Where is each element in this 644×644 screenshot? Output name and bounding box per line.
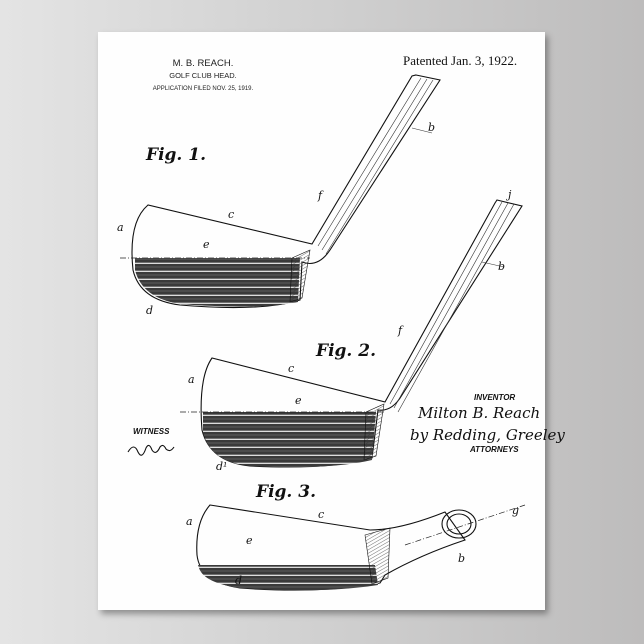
part-label: a xyxy=(186,515,193,528)
part-label: b xyxy=(498,260,505,273)
part-label: c xyxy=(228,208,234,221)
figure-3: Fig. 3. a c e d b g xyxy=(186,482,525,590)
part-label: b xyxy=(458,552,465,565)
part-label: d xyxy=(146,304,153,317)
part-label: e xyxy=(203,238,210,251)
part-label: a xyxy=(188,373,195,386)
figure-1: Fig. 1. a c e d f b xyxy=(117,75,440,317)
striking-face xyxy=(203,412,376,467)
inventor-name: M. B. REACH. xyxy=(173,58,234,69)
part-label: e xyxy=(295,394,302,407)
witness-caption: WITNESS xyxy=(133,427,170,436)
attorneys-caption: ATTORNEYS xyxy=(469,445,519,454)
figure-1-label: Fig. 1. xyxy=(145,145,206,165)
part-label: d¹ xyxy=(216,460,227,473)
witness-signature xyxy=(128,445,174,455)
inventor-caption: INVENTOR xyxy=(474,393,515,402)
patent-title: GOLF CLUB HEAD. xyxy=(169,71,237,80)
attorneys-signature: by Redding, Greeley xyxy=(410,426,565,444)
part-label: c xyxy=(288,362,294,375)
part-label: e xyxy=(246,534,253,547)
part-label: b xyxy=(428,121,435,134)
figure-2-label: Fig. 2. xyxy=(315,341,376,361)
part-label: g xyxy=(512,504,519,517)
part-label: f xyxy=(397,324,404,337)
part-label: j xyxy=(505,188,512,201)
part-label: d xyxy=(235,574,242,587)
striking-face xyxy=(135,258,300,307)
patent-date: Patented Jan. 3, 1922. xyxy=(403,53,517,68)
part-label: c xyxy=(318,508,324,521)
part-label: f xyxy=(317,189,324,202)
figure-3-label: Fig. 3. xyxy=(255,482,316,502)
inventor-signature: Milton B. Reach xyxy=(417,404,540,422)
part-label: a xyxy=(117,221,124,234)
striking-face xyxy=(198,565,378,590)
filing-date: APPLICATION FILED NOV. 25, 1919. xyxy=(153,86,254,92)
